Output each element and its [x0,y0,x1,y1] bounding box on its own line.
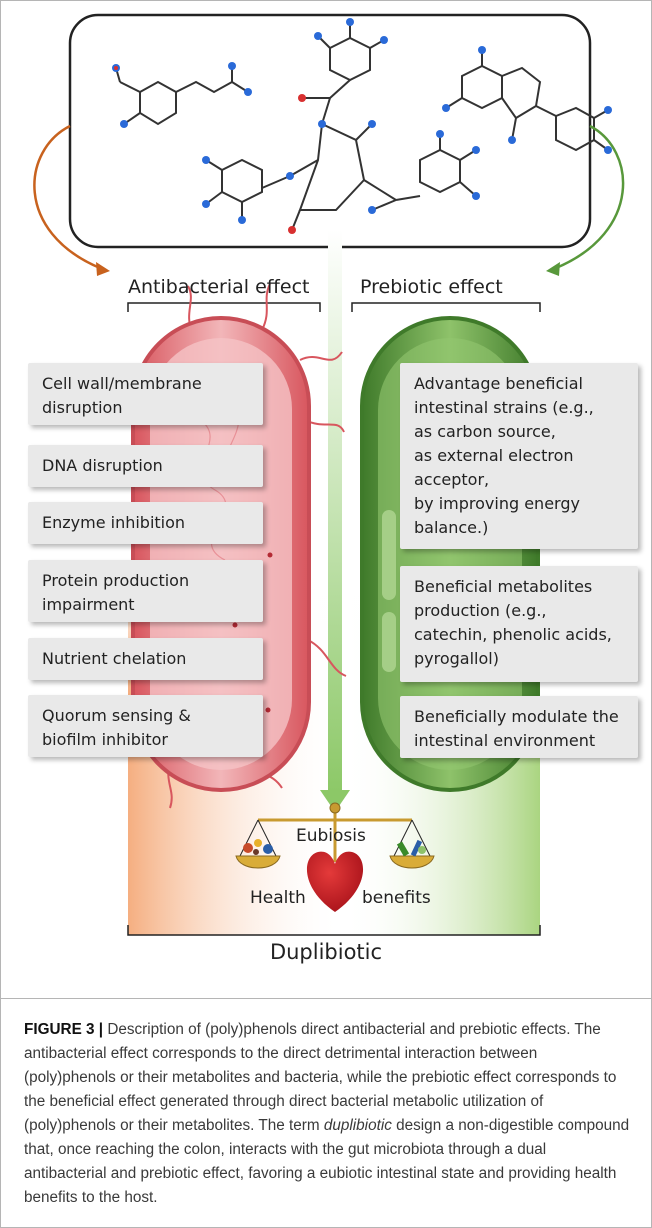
health-label: Health [250,888,306,908]
green-arrow-head [546,262,560,276]
item-line: as external electron [414,446,574,465]
orange-arrow-head [96,262,110,276]
molecule-atoms [112,18,612,234]
benefits-label: benefits [362,888,431,908]
prebiotic-header: Prebiotic effect [360,276,503,298]
item-line: intestinal strains (e.g., [414,398,594,417]
item-line: intestinal environment [414,731,596,750]
item-line: Advantage beneficial [414,374,583,393]
item-line: catechin, phenolic acids, [414,625,612,644]
item-line: production (e.g., [414,601,547,620]
item-line: acceptor, [414,470,490,489]
item-line: as carbon source, [414,422,556,441]
caption-text-1: Description of (poly)phenols direct anti… [24,1021,617,1134]
item-line: Cell wall/membrane [42,374,202,393]
prebiotic-item-advantage: Advantage beneficial intestinal strains … [400,363,638,549]
antibacterial-header: Antibacterial effect [128,276,310,298]
caption-divider [0,998,652,999]
item-line: biofilm inhibitor [42,730,168,749]
caption-term: duplibiotic [323,1117,392,1134]
item-line: Enzyme inhibition [42,513,186,532]
prebiotic-item-metabolites: Beneficial metabolites production (e.g.,… [400,566,638,682]
antibacterial-item-cell-wall: Cell wall/membrane disruption [28,363,263,425]
antibacterial-item-enzyme: Enzyme inhibition [28,502,263,544]
caption-text-2: design a non-digestible compound that, o… [24,1117,630,1206]
figure-label: FIGURE 3 | [24,1021,104,1038]
item-line: Nutrient chelation [42,649,187,668]
duplibiotic-label: Duplibiotic [269,940,383,964]
item-line: impairment [42,595,135,614]
item-line: DNA disruption [42,456,163,475]
prebiotic-item-modulate: Beneficially modulate the intestinal env… [400,696,638,758]
central-arrow-head [320,790,350,812]
item-line: by improving energy [414,494,580,513]
item-line: disruption [42,398,123,417]
antibacterial-item-protein: Protein production impairment [28,560,263,622]
antibacterial-item-dna: DNA disruption [28,445,263,487]
polyphenol-molecules [115,22,609,231]
duplibiotic-bracket [127,925,541,936]
antibacterial-bracket [127,302,321,312]
orange-arrow [33,124,101,270]
antibacterial-item-quorum: Quorum sensing & biofilm inhibitor [28,695,263,757]
item-line: Beneficial metabolites [414,577,593,596]
item-line: balance.) [414,518,489,537]
eubiosis-label: Eubiosis [296,826,366,846]
figure-caption: FIGURE 3 | Description of (poly)phenols … [24,1018,630,1210]
antibacterial-item-chelation: Nutrient chelation [28,638,263,680]
balance-scale [235,802,435,869]
item-line: Quorum sensing & [42,706,191,725]
prebiotic-bracket [351,302,541,312]
item-line: pyrogallol) [414,649,499,668]
central-arrow-shaft [328,230,342,795]
heart-icon [306,851,364,912]
green-arrow [555,124,625,270]
item-line: Beneficially modulate the [414,707,619,726]
item-line: Protein production [42,571,190,590]
